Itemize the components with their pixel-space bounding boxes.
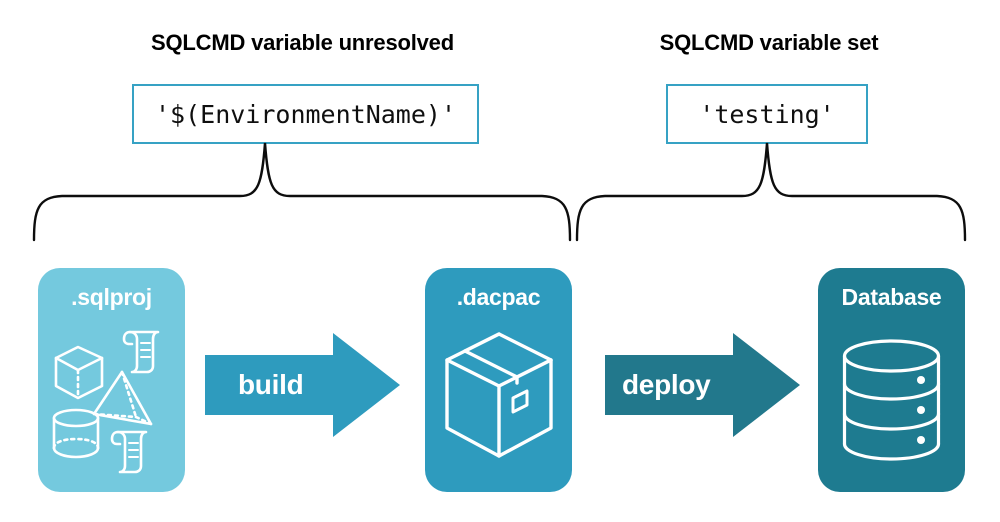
arrow-build-shape — [205, 333, 400, 437]
database-status-dots — [917, 376, 925, 444]
group-title-unresolved: SQLCMD variable unresolved — [151, 30, 454, 55]
cube-icon — [54, 345, 104, 400]
brace-group — [32, 142, 967, 242]
arrow-deploy — [605, 333, 800, 437]
artifact-card-sqlproj-label: .sqlproj — [71, 284, 152, 310]
pyramid-icon — [92, 370, 153, 426]
brace-set — [575, 142, 967, 242]
script-icon — [110, 430, 148, 474]
artifact-card-dacpac-label: .dacpac — [456, 284, 541, 310]
artifact-card-database[interactable]: Database — [818, 268, 965, 492]
artifact-card-database-label: Database — [841, 284, 942, 310]
artifact-card-sqlproj[interactable]: .sqlproj — [38, 268, 185, 492]
arrow-deploy-shape — [605, 333, 800, 437]
sqlcmd-value-box-unresolved: '$(EnvironmentName)' — [132, 84, 479, 144]
cylinder-icon — [52, 408, 100, 459]
sqlcmd-value-set: 'testing' — [699, 99, 835, 129]
sqlproj-icon-cluster — [52, 330, 160, 474]
group-title-set: SQLCMD variable set — [659, 30, 879, 55]
arrow-build — [205, 333, 400, 437]
arrow-build-label: build — [238, 369, 304, 400]
database-cylinder-icon — [842, 339, 941, 461]
brace-unresolved — [32, 142, 572, 242]
package-box-icon — [445, 332, 553, 458]
sqlcmd-value-unresolved: '$(EnvironmentName)' — [154, 99, 457, 129]
script-icon — [122, 330, 160, 374]
artifact-card-dacpac[interactable]: .dacpac — [425, 268, 572, 492]
sqlcmd-value-box-set: 'testing' — [666, 84, 868, 144]
arrow-deploy-label: deploy — [622, 369, 711, 400]
